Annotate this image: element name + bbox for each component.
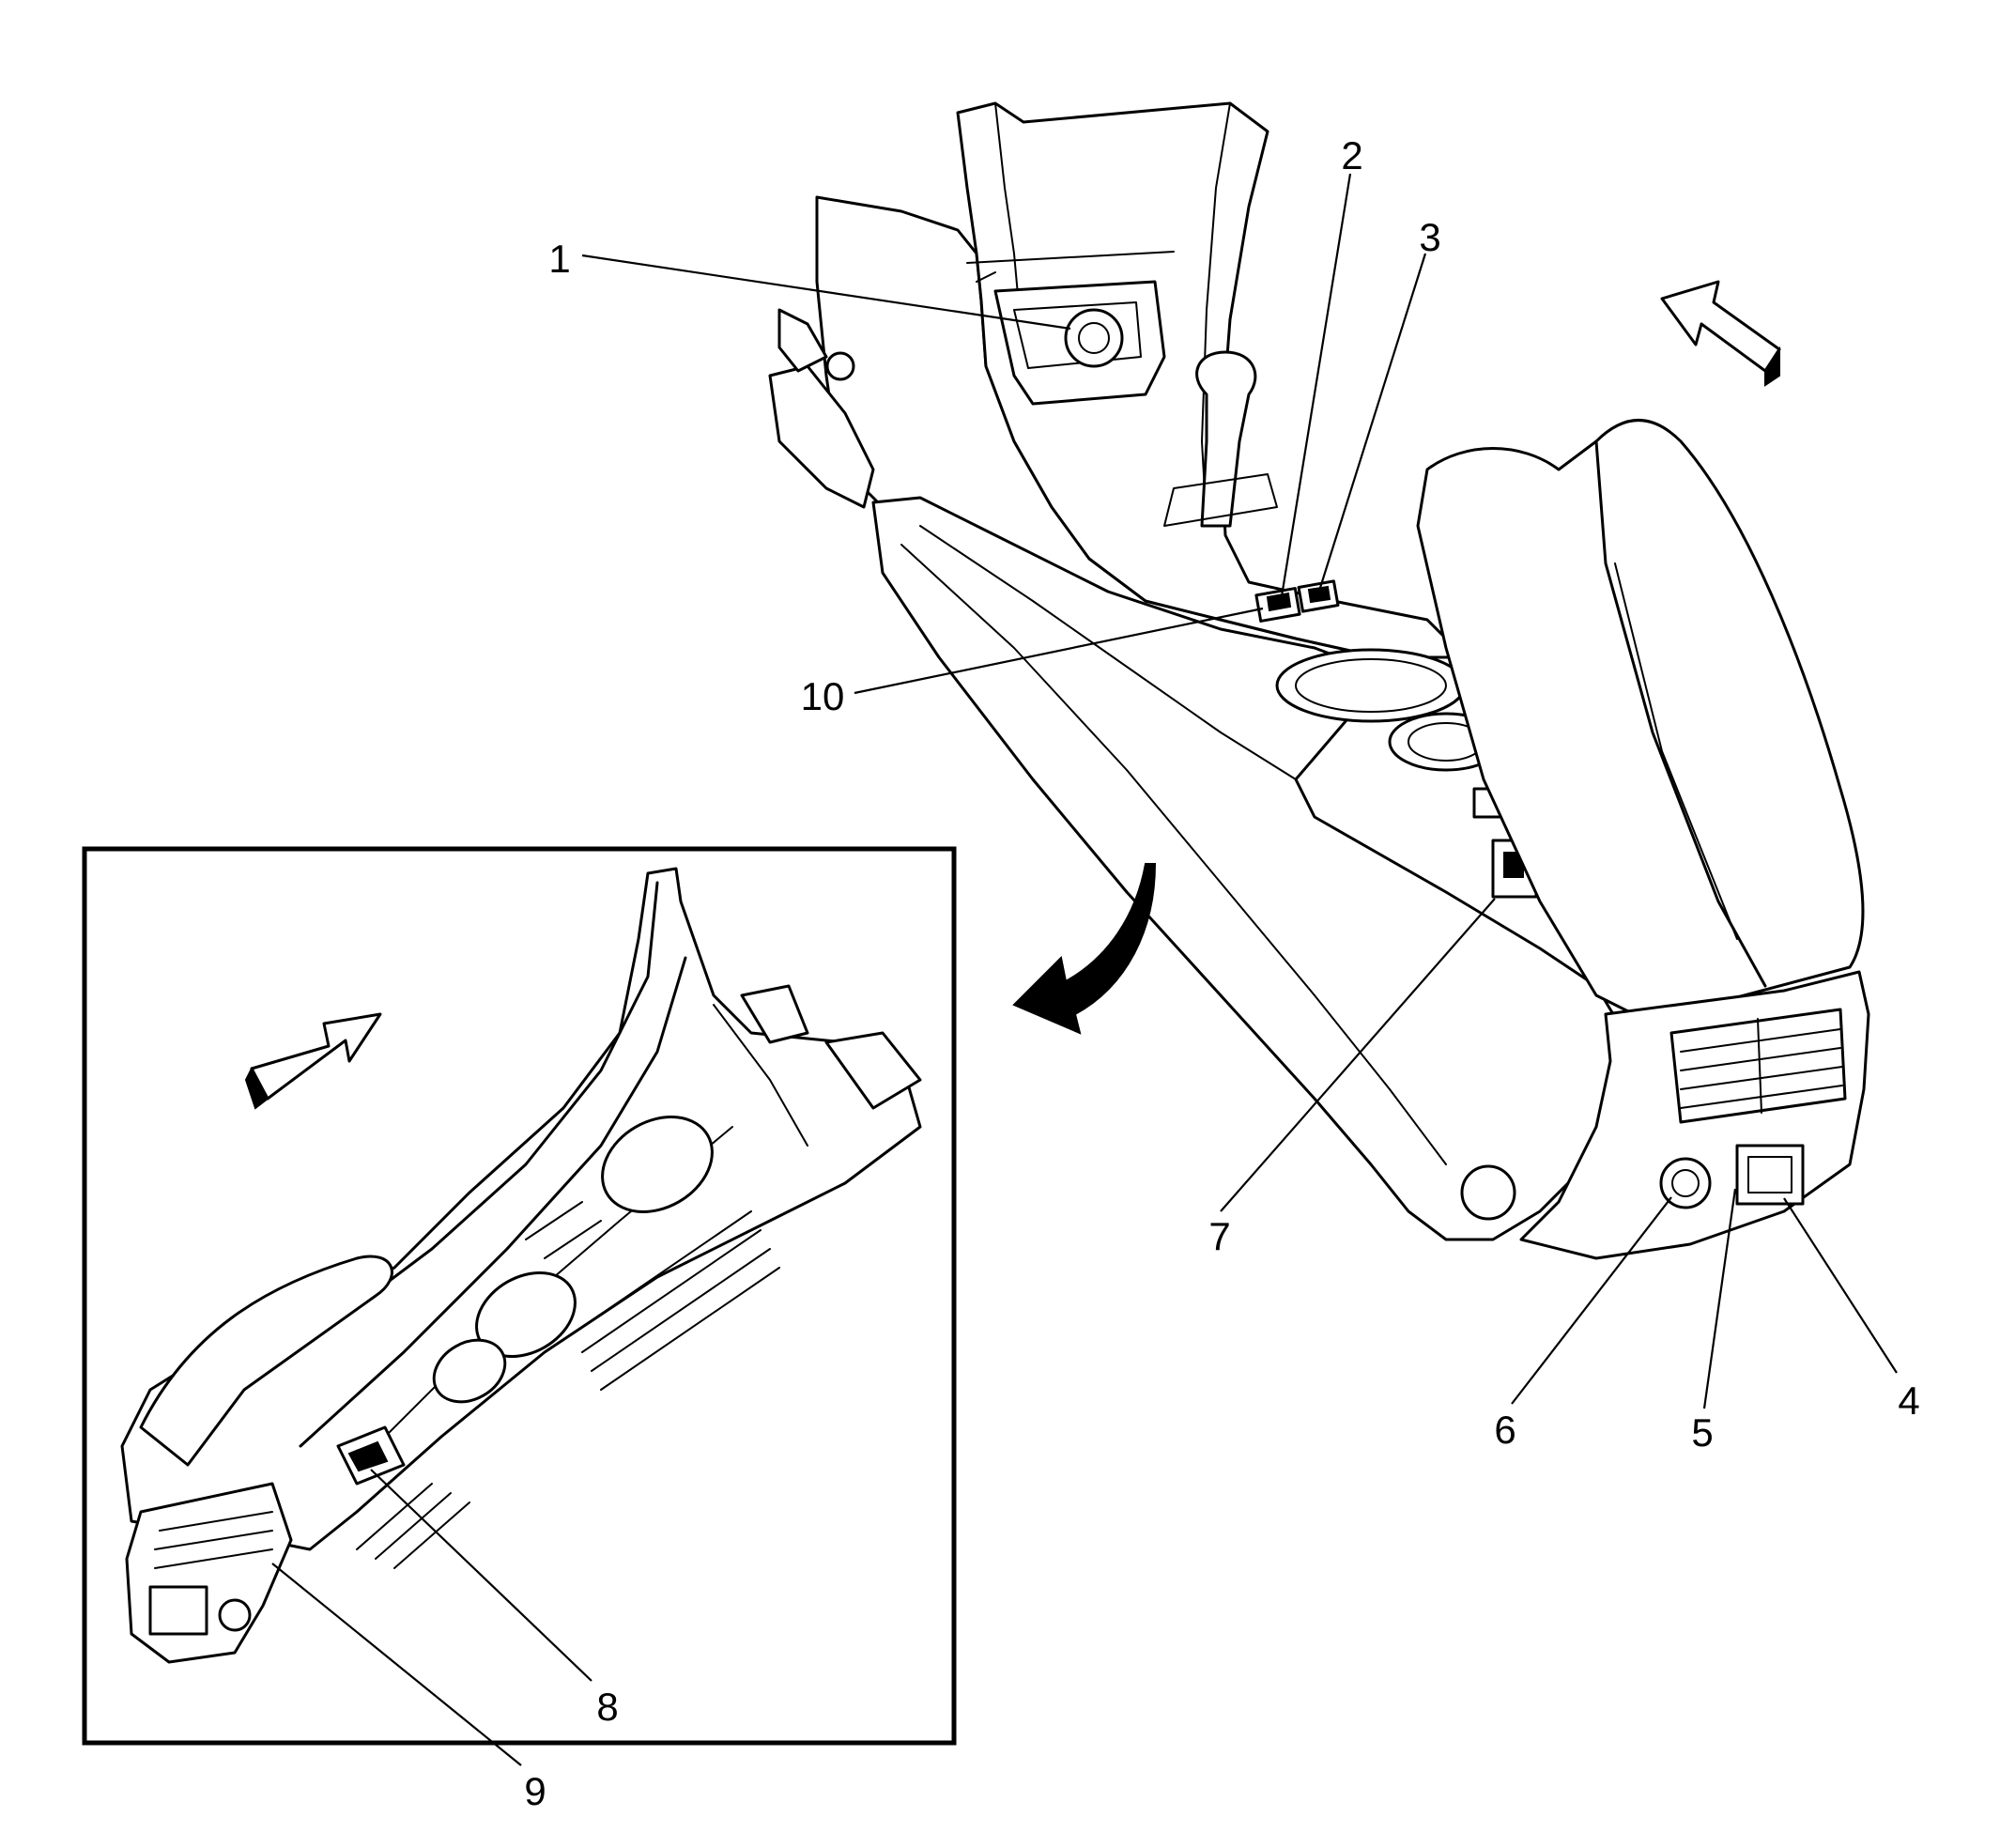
direction-arrow-icon (244, 1012, 382, 1110)
inset-view (82, 846, 957, 1746)
leader-10 (854, 607, 1264, 695)
callout-labels: 1 2 3 4 5 6 7 8 9 10 (524, 133, 1919, 1813)
floor-console-main-view (768, 101, 1870, 1260)
leader-2 (1280, 173, 1352, 597)
leader-3 (1318, 253, 1427, 589)
leader-1 (581, 254, 1071, 331)
leader-5 (1702, 1188, 1737, 1409)
callout-8: 8 (596, 1685, 618, 1729)
leader-6 (1511, 1196, 1672, 1405)
leader-4 (1783, 1197, 1898, 1374)
callout-3: 3 (1419, 215, 1440, 259)
direction-arrow-icon (1660, 280, 1781, 387)
callout-6: 6 (1494, 1408, 1515, 1452)
callout-2: 2 (1341, 133, 1362, 177)
callout-9: 9 (524, 1769, 546, 1813)
callout-10: 10 (801, 674, 845, 718)
leader-7 (1220, 898, 1496, 1212)
curved-arrow-icon (1012, 863, 1157, 1035)
callout-7: 7 (1208, 1214, 1230, 1258)
callout-5: 5 (1691, 1410, 1713, 1455)
leader-9 (271, 1563, 522, 1766)
leader-lines (271, 173, 1898, 1766)
leader-8 (370, 1469, 592, 1682)
callout-4: 4 (1898, 1378, 1919, 1423)
callout-1: 1 (548, 237, 570, 281)
